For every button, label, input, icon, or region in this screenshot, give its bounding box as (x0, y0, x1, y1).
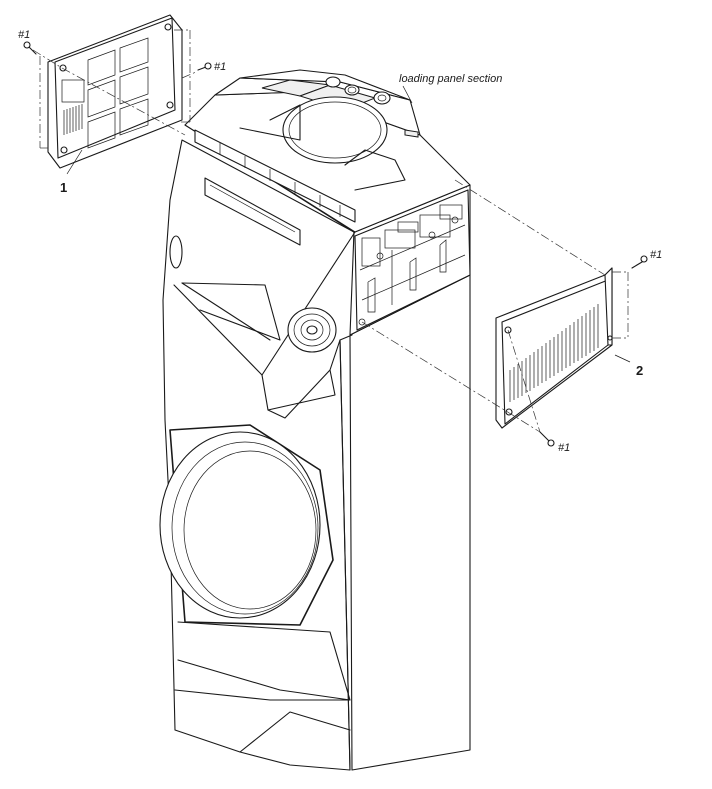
lower-facets (174, 339, 351, 771)
screw-label-top-middle: #1 (214, 61, 226, 73)
vent-slots-part-1 (63, 104, 83, 135)
display-slot (204, 177, 301, 246)
screw-right-top (631, 255, 648, 269)
screw-right-bottom (539, 431, 555, 447)
panel-part-2 (495, 267, 613, 429)
loading-panel-section-label: loading panel section (399, 73, 502, 85)
screw-top-left (23, 41, 37, 55)
screw-label-right-bottom: #1 (558, 442, 570, 454)
screw-label-top-left: #1 (18, 29, 30, 41)
part-2-label: 2 (636, 363, 643, 378)
screws (23, 41, 648, 447)
panel-part-1 (47, 14, 183, 169)
loading-mechanism (354, 189, 471, 331)
loading-panel-top (214, 69, 421, 191)
screw-label-right-top: #1 (650, 249, 662, 261)
vent-slots-part-2 (509, 304, 599, 402)
assembly-lines (32, 29, 629, 433)
label-leaders (66, 85, 631, 363)
screw-top-middle (197, 62, 212, 71)
part-1-label: 1 (60, 180, 67, 195)
button-strip (194, 129, 356, 223)
front-facets (169, 231, 356, 419)
tweeter (287, 307, 337, 353)
